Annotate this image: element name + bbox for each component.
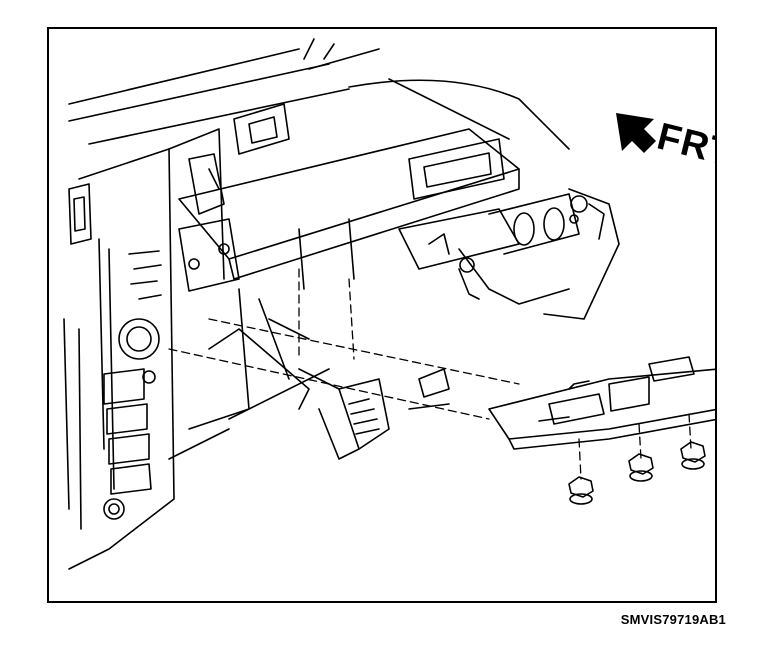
retaining-nuts [568, 441, 706, 505]
cross-car-beam [178, 103, 520, 292]
arrow-up-left-icon [616, 113, 656, 153]
front-label: FRT [652, 115, 717, 175]
front-direction-indicator: FRT [614, 111, 717, 175]
steering-column-assembly [398, 188, 620, 320]
pedal-assembly [168, 288, 450, 460]
windshield-lines [68, 38, 570, 150]
illustration-frame: FRT [47, 27, 717, 603]
left-body-panel [63, 128, 225, 570]
removed-panel [488, 356, 715, 450]
vehicle-interior-drawing [63, 38, 715, 570]
leader-lines [168, 268, 692, 480]
figure-caption: SMVIS79719AB1 [620, 612, 726, 627]
